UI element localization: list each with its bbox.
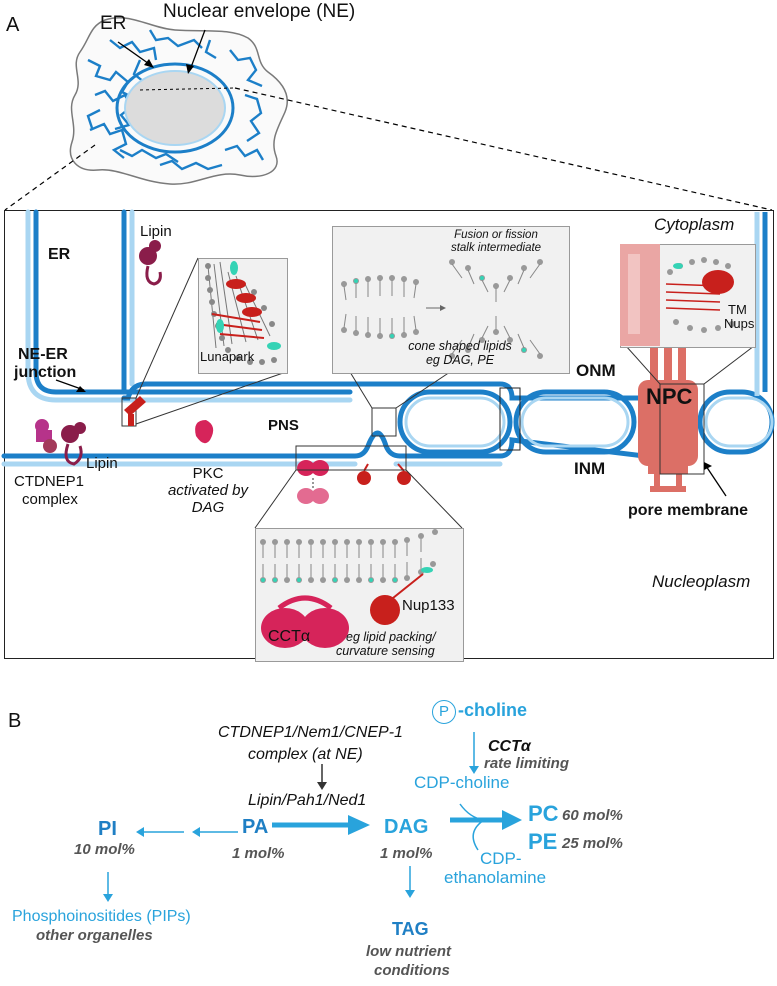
pkc-icon bbox=[195, 420, 214, 444]
npc-label: NPC bbox=[646, 384, 693, 409]
fusion-inset bbox=[332, 226, 570, 374]
ne-er-junction-line2: junction bbox=[14, 364, 77, 381]
rate-limiting-label: rate limiting bbox=[484, 755, 570, 772]
nup133-label: Nup133 bbox=[402, 597, 455, 614]
pkc-label-line3: DAG bbox=[191, 499, 225, 516]
lipin-enzyme-label: Lipin/Pah1/Ned1 bbox=[248, 792, 367, 809]
pi-label: PI bbox=[98, 818, 117, 840]
pc-label: PC bbox=[528, 801, 559, 826]
phosphate-symbol: P bbox=[438, 703, 449, 720]
cone-lipids-line2: eg DAG, PE bbox=[425, 353, 495, 367]
low-nutrient-line2: conditions bbox=[374, 962, 450, 979]
ctdnep1-label-line2: complex bbox=[22, 491, 78, 508]
lunapark-marker-icon bbox=[121, 396, 146, 427]
panel-a-letter: A bbox=[6, 14, 20, 36]
complex-line2: complex (at NE) bbox=[248, 746, 363, 763]
pns-label: PNS bbox=[268, 417, 299, 434]
onm-label: ONM bbox=[576, 361, 616, 380]
cell-er-label: ER bbox=[100, 13, 127, 34]
pc-mol-label: 60 mol% bbox=[562, 807, 623, 824]
nups-label: Nups bbox=[724, 316, 755, 331]
low-nutrient-line1: low nutrient bbox=[366, 943, 451, 960]
cdp-ethanolamine-line1: CDP- bbox=[480, 849, 522, 868]
complex-line1: CTDNEP1/Nem1/CNEP-1 bbox=[218, 724, 403, 741]
pkc-label-line1: PKC bbox=[192, 465, 224, 482]
lipin-top-icon bbox=[139, 240, 162, 286]
cct-inset-drawing bbox=[260, 529, 438, 648]
fusion-inset-drawing bbox=[341, 259, 543, 359]
lunapark-label: Lunapark bbox=[200, 349, 255, 364]
ne-er-junction-line1: NE-ER bbox=[18, 346, 68, 363]
tag-label: TAG bbox=[392, 919, 429, 939]
pips-label: Phosphoinositides (PIPs) bbox=[12, 908, 191, 925]
panel-b-letter: B bbox=[8, 710, 22, 732]
ctdnep1-icon bbox=[35, 419, 86, 466]
cct-membrane-icon bbox=[297, 460, 329, 504]
cct-inset-label: CCTα bbox=[268, 628, 311, 645]
ctdnep1-label-line1: CTDNEP1 bbox=[14, 473, 85, 490]
pe-mol-label: 25 mol% bbox=[562, 835, 623, 852]
phosphate-circle: P bbox=[432, 700, 456, 724]
other-organelles-label: other organelles bbox=[36, 927, 153, 944]
pa-label: PA bbox=[242, 816, 269, 838]
pore-membrane-label: pore membrane bbox=[628, 502, 749, 519]
pe-label: PE bbox=[528, 829, 558, 854]
lipin-bottom-label: Lipin bbox=[86, 455, 118, 472]
inm-label: INM bbox=[574, 459, 606, 478]
pkc-label-line2: activated by bbox=[167, 482, 249, 499]
cone-lipids-line1: cone shaped lipids bbox=[408, 339, 512, 353]
dag-label: DAG bbox=[384, 816, 429, 838]
tm-nups-inset-drawing bbox=[620, 244, 735, 346]
fusion-label-line1: Fusion or fission bbox=[454, 229, 538, 241]
choline-label: -choline bbox=[458, 700, 528, 720]
dag-mol-label: 1 mol% bbox=[380, 845, 433, 862]
tm-label: TM bbox=[728, 302, 747, 317]
cdp-ethanolamine-line2: ethanolamine bbox=[444, 868, 547, 887]
cytoplasm-label: Cytoplasm bbox=[654, 215, 735, 234]
packing-label-line2: curvature sensing bbox=[336, 644, 435, 658]
er-label: ER bbox=[48, 246, 71, 263]
cdp-choline-label: CDP-choline bbox=[414, 773, 510, 792]
membrane-diagram bbox=[1, 209, 775, 529]
cct-enzyme-label: CCTα bbox=[488, 738, 531, 755]
packing-label-line1: eg lipid packing/ bbox=[346, 630, 436, 644]
pathway-arrows bbox=[103, 732, 522, 902]
lipin-top-label: Lipin bbox=[140, 223, 172, 240]
pa-mol-label: 1 mol% bbox=[232, 845, 285, 862]
nup133-membrane-icon bbox=[357, 463, 411, 485]
cell-illustration bbox=[4, 17, 773, 211]
lunapark-inset-drawing bbox=[205, 261, 281, 365]
nucleoplasm-label: Nucleoplasm bbox=[652, 572, 751, 591]
pi-mol-label: 10 mol% bbox=[74, 841, 135, 858]
cell-ne-label: Nuclear envelope (NE) bbox=[163, 1, 356, 22]
fusion-label-line2: stalk intermediate bbox=[450, 242, 542, 254]
